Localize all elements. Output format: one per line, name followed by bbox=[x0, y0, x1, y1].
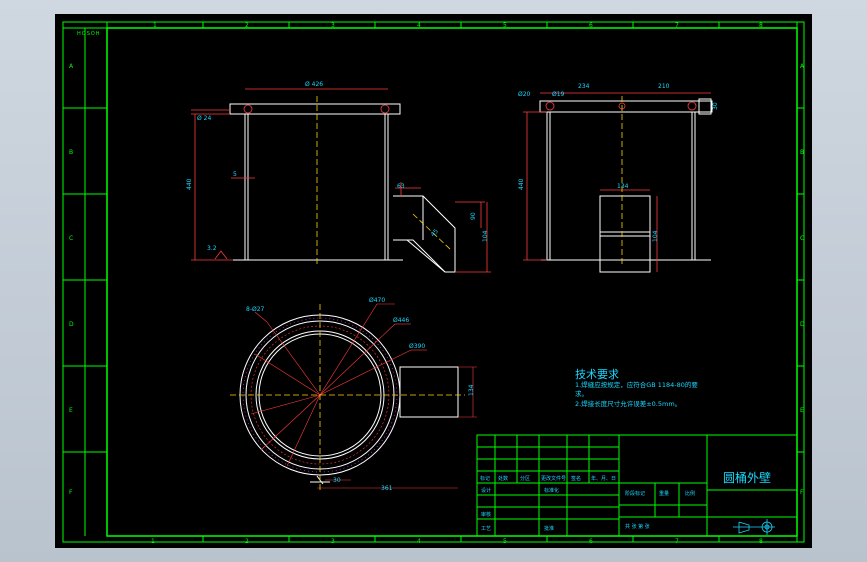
dim-front-nozzle-height: 90 bbox=[470, 212, 477, 220]
dim-front-nozzle-width: 63 bbox=[397, 183, 405, 190]
tb-label-stage: 阶段标记 bbox=[625, 490, 645, 497]
dim-side-flange: 30 bbox=[712, 102, 719, 110]
dim-top-offset: 30 bbox=[333, 477, 341, 484]
corner-label: HOSOH bbox=[77, 31, 101, 37]
title-block[interactable]: 标记 处数 分区 更改文件号 签名 年、月、日 设计 标准化 审核 工艺 批准 … bbox=[476, 434, 798, 537]
notes-line-3: 2.焊接长度尺寸允许误差±0.5mm。 bbox=[575, 399, 681, 408]
dim-side-nozzle-height: 104 bbox=[652, 230, 659, 242]
top-view-dims: 8-Ø27 Ø470 Ø446 Ø390 134 30 361 bbox=[246, 297, 475, 492]
drawing-svg: A B C D E F A B C D E F 1 2 3 4 5 6 7 8 … bbox=[62, 21, 805, 545]
zone-label-e-right: E bbox=[800, 407, 804, 414]
zone-label-2-bottom: 2 bbox=[245, 538, 249, 545]
dim-front-angle: 45 bbox=[429, 228, 439, 238]
dim-top-length: 361 bbox=[381, 485, 393, 492]
drawing-canvas[interactable]: A B C D E F A B C D E F 1 2 3 4 5 6 7 8 … bbox=[55, 14, 812, 548]
zone-label-1: 1 bbox=[153, 22, 157, 29]
zone-label-4-bottom: 4 bbox=[417, 538, 421, 545]
zone-label-8: 8 bbox=[759, 22, 763, 29]
dim-side-nozzle-width: 134 bbox=[617, 183, 629, 190]
tb-label-process: 工艺 bbox=[481, 526, 491, 532]
zone-label-8-bottom: 8 bbox=[759, 538, 763, 545]
technical-notes: 技术要求 1.焊缝应按规定，应符合GB 1184-80的要 求。 2.焊接长度尺… bbox=[575, 368, 698, 408]
tb-label-count: 处数 bbox=[498, 475, 508, 482]
zone-label-1-bottom: 1 bbox=[151, 538, 155, 545]
side-view-dims: Ø20 Ø19 234 210 30 440 134 104 bbox=[518, 83, 719, 242]
dim-side-left-width: 234 bbox=[578, 83, 590, 90]
zone-label-7: 7 bbox=[675, 22, 679, 29]
zone-label-5: 5 bbox=[503, 22, 507, 29]
zone-label-a: A bbox=[69, 63, 74, 70]
zone-label-d: D bbox=[69, 321, 74, 328]
zone-label-c: C bbox=[69, 235, 73, 242]
zone-labels: A B C D E F A B C D E F 1 2 3 4 5 6 7 8 … bbox=[69, 22, 805, 545]
zone-label-e: E bbox=[69, 407, 73, 414]
tb-label-zone: 分区 bbox=[520, 475, 530, 482]
tb-label-review: 审核 bbox=[481, 511, 491, 518]
dim-side-height: 440 bbox=[518, 178, 525, 190]
zone-label-d-right: D bbox=[800, 321, 805, 328]
tb-label-scale: 比例 bbox=[685, 490, 695, 497]
dim-top-nozzle-width: 134 bbox=[468, 384, 475, 396]
dim-side-bolt-diameter: Ø19 bbox=[552, 91, 565, 98]
tb-label-approve: 批准 bbox=[544, 525, 554, 532]
tb-label-weight: 重量 bbox=[659, 490, 669, 497]
dim-front-wall: 5 bbox=[233, 171, 237, 178]
dim-front-height: 440 bbox=[186, 178, 193, 190]
tb-label-change: 更改文件号 bbox=[541, 475, 566, 482]
zone-label-a-right: A bbox=[800, 63, 805, 70]
tb-label-sheet: 共 张 第 张 bbox=[625, 523, 650, 530]
title-block-labels: 标记 处数 分区 更改文件号 签名 年、月、日 设计 标准化 审核 工艺 批准 … bbox=[480, 475, 695, 532]
dim-top-inner: Ø390 bbox=[409, 343, 425, 350]
zone-label-3: 3 bbox=[331, 22, 335, 29]
zone-label-c-right: C bbox=[800, 235, 804, 242]
notes-line-2: 求。 bbox=[575, 389, 588, 398]
dim-top-bolt: Ø446 bbox=[393, 317, 409, 324]
dim-side-right-width: 210 bbox=[658, 83, 670, 90]
tb-label-mark: 标记 bbox=[480, 475, 490, 482]
zone-label-6-bottom: 6 bbox=[589, 538, 593, 545]
tb-label-date: 年、月、日 bbox=[591, 475, 616, 482]
front-view[interactable]: Ø 426 Ø 24 440 5 3.2 63 90 104 45 bbox=[186, 81, 491, 273]
tb-label-design: 设计 bbox=[481, 487, 491, 494]
top-view[interactable]: 8-Ø27 Ø470 Ø446 Ø390 134 30 361 bbox=[230, 297, 477, 492]
dim-front-nozzle-depth: 104 bbox=[482, 230, 489, 242]
side-view[interactable]: Ø20 Ø19 234 210 30 440 134 104 bbox=[518, 83, 719, 273]
dim-front-top-diameter: Ø 426 bbox=[305, 81, 323, 88]
dim-side-hole-diameter: Ø20 bbox=[518, 91, 531, 98]
zone-label-5-bottom: 5 bbox=[503, 538, 507, 545]
roughness-symbol: 3.2 bbox=[207, 245, 217, 252]
zone-label-b-right: B bbox=[800, 149, 804, 156]
projection-symbol-icon bbox=[733, 519, 775, 535]
zone-label-7-bottom: 7 bbox=[675, 538, 679, 545]
zone-label-b: B bbox=[69, 149, 73, 156]
tb-label-sign: 签名 bbox=[571, 475, 581, 482]
front-view-dims: Ø 426 Ø 24 440 5 3.2 63 90 104 45 bbox=[186, 81, 489, 252]
zone-label-2: 2 bbox=[245, 22, 249, 29]
notes-title: 技术要求 bbox=[575, 368, 619, 381]
drawing-frame bbox=[62, 21, 805, 543]
dim-top-outer: Ø470 bbox=[369, 297, 385, 304]
zone-label-f-right: F bbox=[800, 489, 804, 496]
zone-label-4: 4 bbox=[417, 22, 421, 29]
part-name: 圆桶外壁 bbox=[723, 470, 771, 485]
zone-label-3-bottom: 3 bbox=[331, 538, 335, 545]
tb-label-standard: 标准化 bbox=[544, 487, 559, 494]
dim-front-flange-diameter: Ø 24 bbox=[197, 115, 211, 122]
zone-label-f: F bbox=[69, 489, 73, 496]
dim-top-holes: 8-Ø27 bbox=[246, 306, 265, 313]
notes-line-1: 1.焊缝应按规定，应符合GB 1184-80的要 bbox=[575, 380, 698, 389]
zone-label-6: 6 bbox=[589, 22, 593, 29]
